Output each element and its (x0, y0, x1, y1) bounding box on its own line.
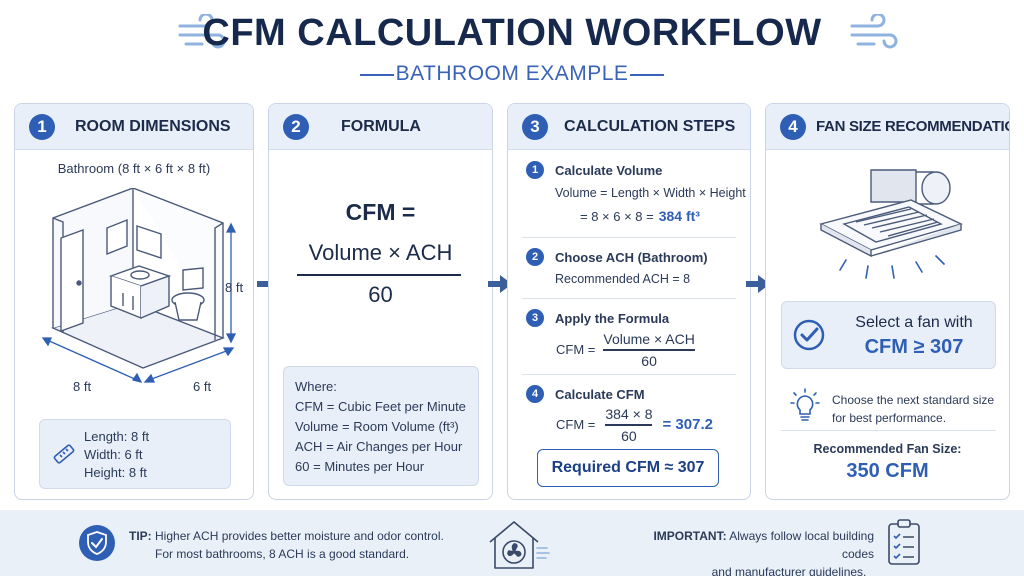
card-header: 3 CALCULATION STEPS (508, 104, 750, 150)
arrow-right-icon (488, 275, 512, 293)
summary-width: Width: 6 ft (84, 447, 143, 462)
apply-lhs: CFM = (556, 342, 596, 358)
apply-formula: CFM = Volume × ACH 60 (556, 331, 695, 369)
cfm-calc-result: = 307.2 (662, 416, 713, 434)
dimensions-summary-box: Length: 8 ft Width: 6 ft Height: 8 ft (39, 419, 231, 489)
select-fan-box: Select a fan with CFM ≥ 307 (781, 301, 996, 369)
where-label: Where: (295, 379, 337, 394)
volume-formula: Volume = Length × Width × Height (555, 186, 746, 200)
recommended-value: 350 CFM (846, 460, 929, 482)
divider (781, 430, 996, 431)
substep-2: 2 Choose ACH (Bathroom) (526, 248, 708, 266)
card-title: ROOM DIMENSIONS (75, 117, 231, 135)
substep-3: 3 Apply the Formula (526, 309, 669, 327)
formula-lhs: CFM = (345, 199, 416, 225)
volume-calc: = 8 × 6 × 8 = (580, 209, 654, 224)
substep-number: 4 (526, 385, 544, 403)
house-fan-icon (489, 521, 550, 569)
definition-row: ACH = Air Changes per Hour (295, 439, 463, 454)
dim-length-label: 8 ft (73, 379, 92, 394)
formula-numerator: Volume × ACH (308, 240, 453, 265)
exhaust-fan-icon (819, 169, 963, 279)
substep-1: 1 Calculate Volume (526, 161, 662, 179)
clipboard-checklist-icon (888, 519, 920, 565)
footer-important: IMPORTANT: Always follow local building … (653, 529, 874, 576)
wind-icon-right (850, 14, 898, 49)
card-header: 1 ROOM DIMENSIONS (15, 104, 253, 150)
substep-title: Choose ACH (Bathroom) (555, 249, 708, 265)
divider (522, 298, 736, 299)
ruler-icon (53, 444, 75, 464)
summary-length: Length: 8 ft (84, 429, 150, 444)
cfm-calc-denominator: 60 (621, 427, 637, 444)
volume-result: 384 ft³ (658, 208, 700, 224)
definition-row: 60 = Minutes per Hour (295, 459, 425, 474)
shield-check-icon (79, 525, 115, 561)
substep-title: Calculate Volume (555, 162, 663, 178)
divider (522, 237, 736, 238)
substep-number: 3 (526, 309, 544, 327)
step-card-fan-size: 4 FAN SIZE RECOMMENDATION Select a fan w… (765, 103, 1010, 500)
wind-icon-left (178, 14, 226, 49)
recommended-ach: Recommended ACH = 8 (555, 272, 691, 286)
apply-numerator: Volume × ACH (603, 331, 695, 347)
card-header: 2 FORMULA (269, 104, 492, 150)
required-cfm-badge: Required CFM ≈ 307 (537, 449, 719, 487)
substep-title: Calculate CFM (555, 386, 645, 402)
formula-fraction-bar (297, 274, 461, 276)
substep-title: Apply the Formula (555, 310, 670, 326)
page-title: CFM CALCULATION WORKFLOW (202, 12, 822, 54)
room-caption: Bathroom (8 ft × 6 ft × 8 ft) (57, 161, 211, 176)
card-title: FORMULA (341, 117, 421, 135)
card-title: CALCULATION STEPS (564, 117, 736, 135)
dim-height-label: 8 ft (225, 280, 244, 295)
step-number-badge: 1 (29, 113, 55, 140)
bathroom-illustration (41, 188, 237, 383)
select-fan-line1: Select a fan with (855, 314, 973, 331)
divider (522, 374, 736, 375)
page-subtitle: BATHROOM EXAMPLE (395, 62, 629, 85)
substep-number: 1 (526, 161, 544, 179)
select-fan-line2: CFM ≥ 307 (864, 336, 964, 358)
step-number-badge: 3 (522, 113, 548, 140)
step-number-badge: 2 (283, 113, 309, 140)
step-card-formula: 2 FORMULA CFM = Volume × ACH 60 Where: C… (268, 103, 493, 500)
footer-banner: TIP: Higher ACH provides better moisture… (0, 510, 1024, 576)
summary-height: Height: 8 ft (84, 465, 147, 480)
checkmark-icon (793, 319, 825, 351)
card-title: FAN SIZE RECOMMENDATION (816, 118, 1010, 135)
step-card-room-dimensions: 1 ROOM DIMENSIONS Bathroom (8 ft × 6 ft … (14, 103, 254, 500)
arrow-right-icon (746, 275, 770, 293)
definition-row: CFM = Cubic Feet per Minute (295, 399, 466, 414)
step-number-badge: 4 (780, 113, 806, 140)
recommended-label: Recommended Fan Size: (813, 442, 962, 456)
footer-tip: TIP: Higher ACH provides better moisture… (129, 529, 444, 561)
formula-definitions-box: Where: CFM = Cubic Feet per Minute Volum… (283, 366, 479, 486)
lightbulb-icon (790, 388, 820, 421)
cfm-calc: CFM = 384 × 8 60 = 307.2 (556, 406, 713, 444)
substep-4: 4 Calculate CFM (526, 385, 645, 403)
cfm-calc-numerator: 384 × 8 (605, 406, 653, 422)
cfm-calc-lhs: CFM = (556, 417, 596, 433)
card-header: 4 FAN SIZE RECOMMENDATION (766, 104, 1009, 150)
dim-width-label: 6 ft (193, 379, 212, 394)
apply-denominator: 60 (641, 352, 657, 369)
subtitle-rule-right (630, 74, 664, 76)
step-card-calculation-steps: 3 CALCULATION STEPS 1 Calculate Volume V… (507, 103, 751, 500)
formula-denominator: 60 (368, 282, 393, 307)
subtitle-rule-left (360, 74, 394, 76)
standard-size-tip: Choose the next standard size for best p… (832, 393, 995, 425)
substep-number: 2 (526, 248, 544, 266)
definition-row: Volume = Room Volume (ft³) (295, 419, 459, 434)
